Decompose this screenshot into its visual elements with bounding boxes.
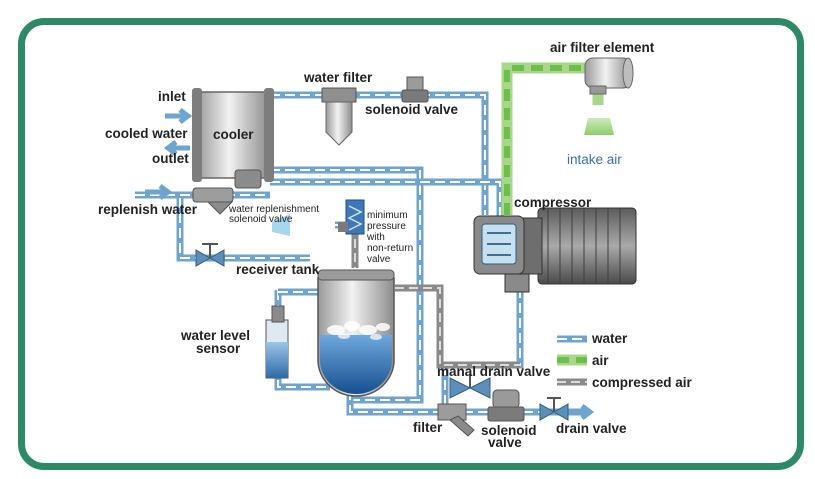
water-level-sensor-label-line1: water level [180, 328, 250, 343]
bottom-solenoid-valve [487, 389, 525, 422]
hand-valve [195, 243, 225, 267]
water-level-sensor-label-line2: sensor [196, 341, 241, 356]
mpv-label-line5: valve [367, 254, 391, 265]
inlet-arrow-icon [165, 108, 193, 124]
drain-valve [539, 397, 569, 421]
legend-water: water [591, 331, 628, 346]
compressor [473, 207, 637, 293]
solenoid-bottom-label-line1: solenoid [481, 423, 537, 438]
outlet-label: outlet [152, 151, 189, 166]
legend-compressed-air: compressed air [592, 375, 693, 390]
legend: water air compressed air [557, 331, 693, 390]
inlet-label: inlet [158, 89, 186, 104]
air-filter-element-label: air filter element [550, 40, 655, 55]
solenoid-valve-top-label: solenoid valve [365, 102, 459, 117]
mpv-label-line3: with [366, 232, 385, 243]
water-filter [321, 87, 357, 146]
water-replenishment-label-line1: water replenishment [228, 204, 319, 215]
bottom-filter [437, 403, 475, 437]
cooler-label: cooler [213, 127, 254, 142]
outlet-arrow-icon [163, 140, 190, 156]
solenoid-valve-top [401, 76, 429, 103]
air-filter-element [584, 57, 634, 95]
air-intake-pipe [501, 62, 604, 215]
water-filter-label: water filter [303, 70, 373, 85]
water-replenishment-label-line2: solenoid valve [229, 214, 293, 225]
filter-label: filter [413, 420, 443, 435]
mpv-label-line4: non-return [367, 243, 413, 254]
cooled-water-label: cooled water [105, 126, 188, 141]
mpv-label-line1: minimum [367, 210, 408, 221]
manual-drain-valve-label: manal drain valve [437, 364, 551, 379]
legend-air: air [592, 353, 609, 368]
drain-valve-label: drain valve [556, 421, 627, 436]
mpv-label-line2: pressure [367, 221, 406, 232]
manual-drain-valve [449, 374, 491, 399]
replenish-water-label: replenish water [98, 202, 198, 217]
cooler: cooler [192, 88, 274, 182]
receiver-tank [317, 269, 395, 397]
minimum-pressure-valve [338, 199, 365, 235]
solenoid-bottom-label-line2: valve [488, 435, 522, 450]
water-spray-icon [272, 214, 290, 236]
intake-air-label: intake air [567, 152, 622, 167]
water-level-sensor [265, 305, 289, 379]
drain-arrow-icon [572, 404, 595, 420]
receiver-tank-label: receiver tank [236, 262, 320, 277]
intake-air-icon [584, 118, 614, 135]
compressor-label: compressor [514, 195, 592, 210]
water-replenishment-solenoid-valve [192, 169, 262, 215]
replenish-arrow-icon [145, 184, 173, 200]
